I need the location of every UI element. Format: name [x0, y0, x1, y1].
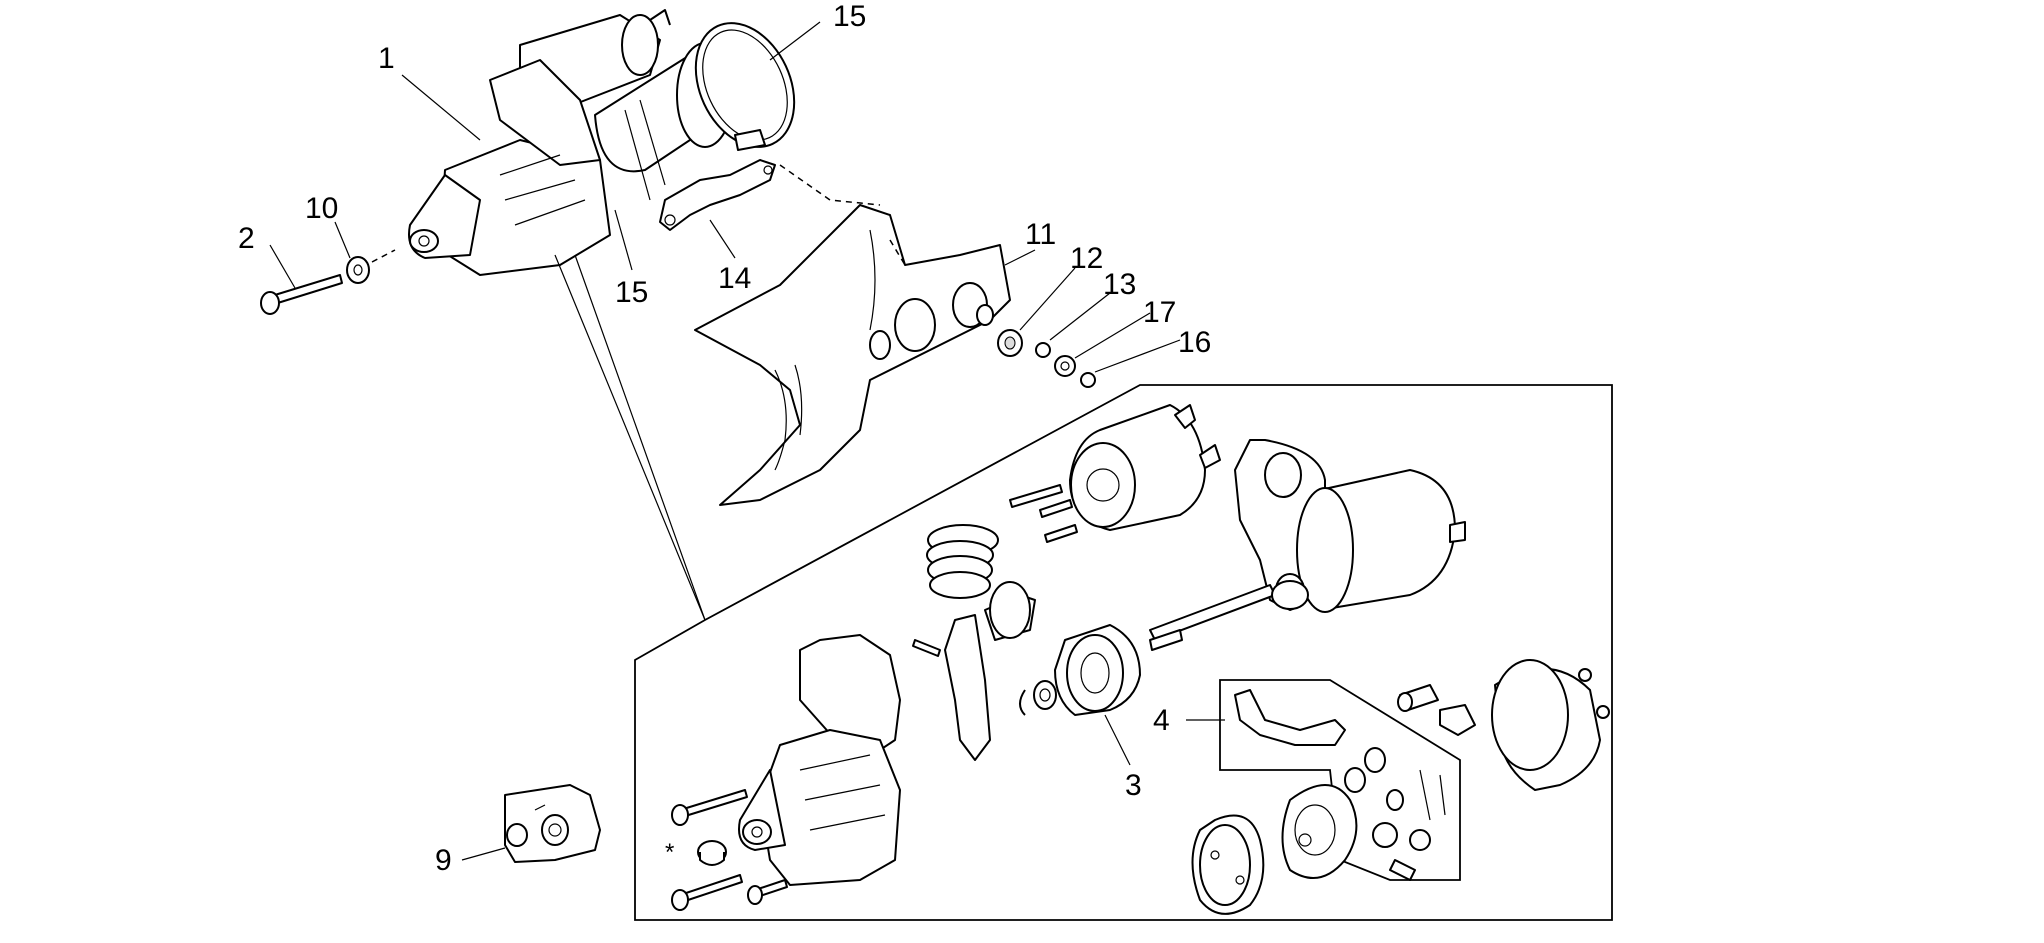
heat-shield[interactable]: [694, 204, 1011, 506]
armature-motor[interactable]: [1149, 439, 1466, 641]
brush-kit-frame: [1219, 679, 1461, 881]
commutator-end-plate[interactable]: [1281, 784, 1358, 879]
callout-17: 17: [1143, 296, 1176, 329]
callout-10: 10: [305, 192, 338, 225]
callout-4: 4: [1153, 704, 1170, 737]
callout-14: 14: [718, 262, 751, 295]
callout-13: 13: [1103, 268, 1136, 301]
solenoid-cover[interactable]: [504, 784, 601, 863]
leader-lines: [269, 21, 1225, 861]
yoke-band[interactable]: [1491, 659, 1610, 791]
callout-3: 3: [1125, 769, 1142, 802]
callout-15-upper: 15: [833, 0, 866, 33]
brush-set[interactable]: [1397, 684, 1476, 736]
return-spring[interactable]: [926, 524, 999, 599]
bushing-star[interactable]: [697, 840, 727, 866]
spacer[interactable]: [1035, 342, 1051, 358]
solenoid-exploded[interactable]: [1009, 404, 1221, 543]
drive-end-housing[interactable]: [738, 634, 901, 886]
brush-holder-kit[interactable]: [1234, 689, 1446, 881]
nut[interactable]: [1080, 372, 1096, 388]
leader-to-frame-b: [574, 254, 1141, 621]
callout-9: 9: [435, 844, 452, 877]
callout-16: 16: [1178, 326, 1211, 359]
washer[interactable]: [346, 256, 370, 284]
bracket-strap[interactable]: [659, 159, 776, 231]
callout-1: 1: [378, 42, 395, 75]
drive-pinion[interactable]: [1054, 624, 1183, 716]
flat-washer[interactable]: [1054, 355, 1076, 377]
callout-asterisk: *: [665, 839, 674, 866]
rubber-bushing[interactable]: [997, 329, 1023, 357]
leader-to-frame-a: [554, 254, 706, 621]
bolt[interactable]: [260, 274, 343, 315]
callout-2: 2: [238, 222, 255, 255]
clamp-band-upper[interactable]: [677, 7, 814, 163]
callout-12: 12: [1070, 242, 1103, 275]
end-cover[interactable]: [1191, 814, 1265, 915]
fork-lever[interactable]: [912, 581, 1057, 761]
callout-11: 11: [1025, 218, 1056, 251]
starter-motor-assembly[interactable]: [408, 9, 736, 276]
housing-screws[interactable]: [671, 789, 788, 911]
callout-15-lower: 15: [615, 276, 648, 309]
